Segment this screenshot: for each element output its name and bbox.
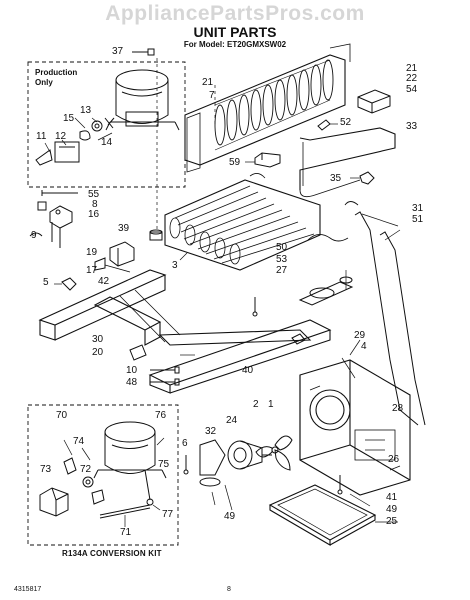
callout-35: 35 [330,173,342,184]
callout-51: 51 [412,214,424,225]
callout-25: 25 [386,516,398,527]
callout-3: 3 [172,260,178,271]
callout-20: 20 [92,347,104,358]
callout-48: 48 [126,377,138,388]
callout-76: 76 [155,410,167,421]
callout-50: 50 [276,242,288,253]
page-number: 8 [227,586,231,593]
production-only-line-2: Only [35,78,53,87]
drain-pan [268,484,377,546]
callout-40: 40 [242,365,254,376]
callout-49b: 49 [386,504,398,515]
base-frame [38,269,332,394]
callout-29: 29 [354,330,366,341]
conversion-kit-box [27,404,179,546]
callout-74: 74 [73,436,85,447]
callout-13: 13 [80,105,92,116]
callout-1: 1 [268,399,274,410]
callout-52: 52 [340,117,352,128]
doc-number: 4315817 [14,586,42,593]
callout-59: 59 [229,157,241,168]
callout-24: 24 [226,415,238,426]
fan-blade [255,435,293,471]
callout-7: 7 [209,90,215,101]
callout-72: 72 [80,464,92,475]
callout-5: 5 [43,277,49,288]
callout-16: 16 [88,209,100,220]
fan-bracket [299,359,411,496]
callout-49a: 49 [224,511,236,522]
callout-42: 42 [98,276,110,287]
callout-37: 37 [112,46,124,57]
callout-4: 4 [361,341,367,352]
callout-9: 9 [31,230,37,241]
production-only-line-1: Production [35,68,78,77]
callout-11: 11 [36,131,47,142]
callout-39: 39 [118,223,130,234]
callout-54: 54 [406,84,418,95]
model-subtitle: For Model: ET20GMXSW02 [183,40,287,49]
relay-12 [54,141,80,163]
callout-14: 14 [101,137,113,148]
callout-19: 19 [86,247,98,258]
callout-71: 71 [120,527,132,538]
watermark: AppliancePartsPros.com [105,2,365,25]
filter-drier-54 [357,89,391,114]
callout-77: 77 [162,509,174,520]
callout-15: 15 [63,113,75,124]
callout-32: 32 [205,426,217,437]
page-title: UNIT PARTS [193,24,277,40]
callout-41: 41 [386,492,398,503]
callout-30: 30 [92,334,104,345]
callout-10: 10 [126,365,138,376]
callout-21: 21 [202,77,214,88]
bracket-32 [199,439,226,476]
callout-2: 2 [253,399,259,410]
compressor-conversion [93,421,167,506]
callout-8: 8 [92,199,98,210]
callout-26: 26 [388,454,400,465]
callout-28: 28 [392,403,404,414]
callout-73: 73 [40,464,52,475]
callout-21b: 21 [406,63,418,74]
callout-55: 55 [88,189,100,200]
callout-22: 22 [406,73,418,84]
condenser-coil [184,43,351,173]
production-only-label: Production Only [35,68,77,88]
compressor-production [105,69,180,131]
fan-motor [227,440,272,470]
callout-27: 27 [276,265,288,276]
callout-31: 31 [412,203,424,214]
relay-73 [39,487,69,517]
callout-75: 75 [158,459,170,470]
callout-33: 33 [406,121,418,132]
callout-12: 12 [55,131,67,142]
evaporator-coil [164,173,321,271]
callout-6: 6 [182,438,188,449]
callout-53: 53 [276,254,288,265]
conversion-kit-label: R134A CONVERSION KIT [62,549,162,558]
callout-17: 17 [86,265,98,276]
callout-70: 70 [56,410,68,421]
